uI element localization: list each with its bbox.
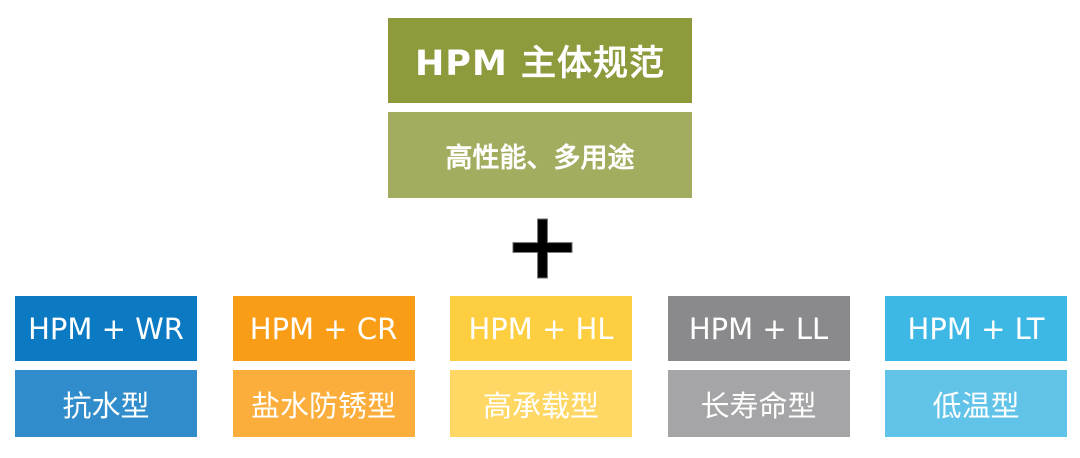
variant-code: HPM + HL	[450, 296, 632, 361]
variant-code: HPM + LL	[667, 296, 850, 361]
plus-icon	[512, 218, 573, 279]
variant-column-wr: HPM + WR 抗水型	[15, 296, 197, 437]
variant-code: HPM + CR	[232, 296, 415, 361]
variant-label: 长寿命型	[667, 370, 850, 437]
base-spec-title: HPM 主体规范	[388, 18, 692, 103]
variant-label: 低温型	[885, 370, 1067, 437]
variant-column-hl: HPM + HL 高承载型	[450, 296, 632, 437]
base-spec-subtitle: 高性能、多用途	[388, 112, 692, 198]
variant-column-ll: HPM + LL 长寿命型	[667, 296, 850, 437]
variant-column-cr: HPM + CR 盐水防锈型	[232, 296, 415, 437]
variant-label: 高承载型	[450, 370, 632, 437]
variant-code: HPM + LT	[885, 296, 1067, 361]
variant-row: HPM + WR 抗水型 HPM + CR 盐水防锈型 HPM + HL 高承载…	[15, 296, 1067, 437]
variant-label: 抗水型	[15, 370, 197, 437]
variant-column-lt: HPM + LT 低温型	[885, 296, 1067, 437]
variant-label: 盐水防锈型	[232, 370, 415, 437]
variant-code: HPM + WR	[15, 296, 197, 361]
